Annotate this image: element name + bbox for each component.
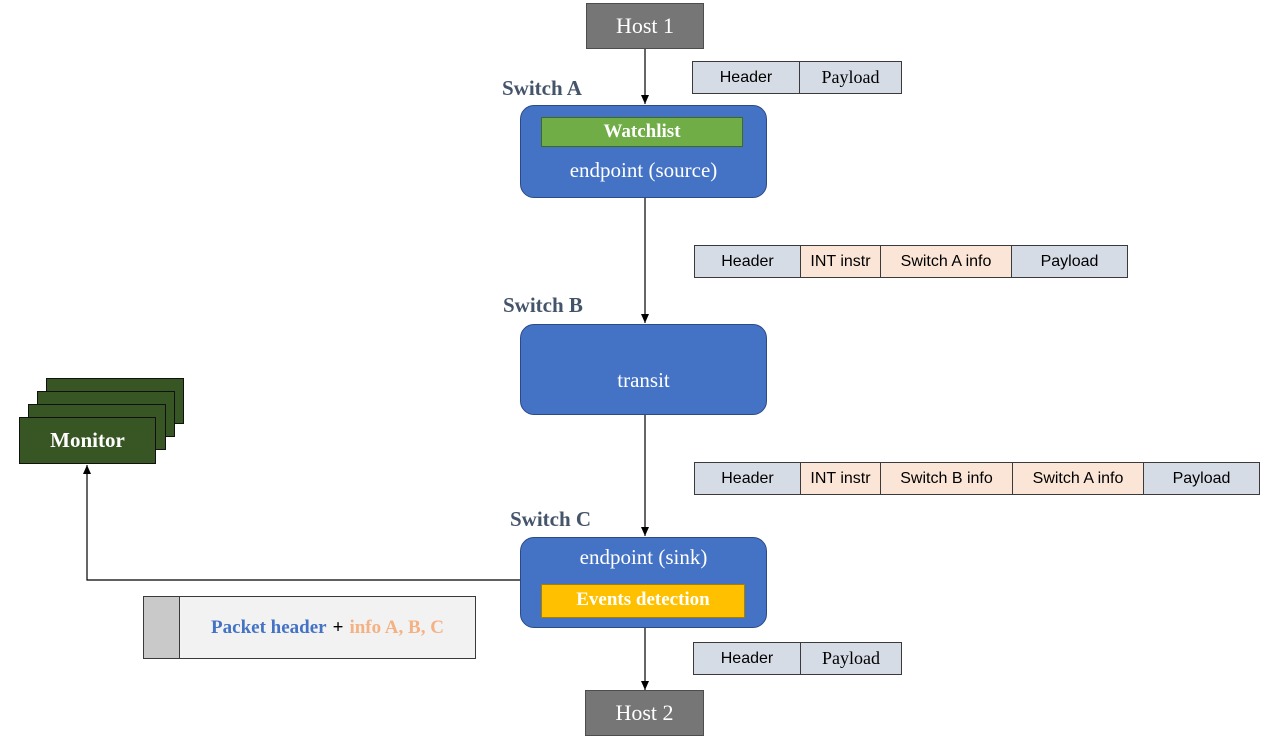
switch-a: Watchlist endpoint (source) (520, 105, 767, 198)
link-switch-c-monitor (83, 465, 521, 581)
report-packet-tab (144, 597, 180, 658)
packet-cell-payload: Payload (1011, 246, 1127, 277)
packet-cell-int-instr: INT instr (800, 246, 880, 277)
packet-a-to-b: Header INT instr Switch A info Payload (694, 245, 1128, 278)
switch-c: endpoint (sink) Events detection (520, 537, 767, 628)
switch-b-role: transit (617, 368, 670, 392)
packet-cell-header: Header (695, 246, 800, 277)
watchlist-module: Watchlist (541, 117, 743, 147)
packet-cell-header: Header (695, 463, 800, 494)
packet-cell-payload: Payload (800, 643, 901, 674)
host-1-label: Host 1 (615, 13, 675, 38)
events-detection-module: Events detection (541, 584, 745, 618)
host-1: Host 1 (586, 3, 704, 49)
packet-cell-payload: Payload (1143, 463, 1259, 494)
report-info-text: info A, B, C (349, 616, 444, 638)
packet-cell-header: Header (694, 643, 800, 674)
packet-cell-switch-b-info: Switch B info (880, 463, 1012, 494)
switch-c-label: Switch C (510, 507, 592, 531)
packet-b-to-c: Header INT instr Switch B info Switch A … (694, 462, 1260, 495)
switch-a-role: endpoint (source) (569, 158, 718, 182)
monitor-label: Monitor (50, 428, 125, 452)
packet-cell-payload: Payload (799, 62, 901, 93)
report-plus-sign: + (332, 616, 344, 638)
host-2-label: Host 2 (615, 700, 674, 725)
packet-c-to-host2: Header Payload (693, 642, 902, 675)
packet-cell-switch-a-info: Switch A info (1012, 463, 1143, 494)
switch-c-role: endpoint (sink) (579, 545, 708, 569)
host-2: Host 2 (585, 690, 704, 736)
report-packet: Packet header + info A, B, C (143, 596, 476, 659)
switch-b-label: Switch B (503, 293, 583, 317)
report-packet-text: Packet header + info A, B, C (180, 597, 475, 658)
report-packet-header-text: Packet header (211, 616, 327, 638)
packet-cell-int-instr: INT instr (800, 463, 880, 494)
monitor: Monitor (19, 417, 156, 464)
packet-host1-to-a: Header Payload (692, 61, 902, 94)
packet-cell-switch-a-info: Switch A info (880, 246, 1011, 277)
packet-cell-header: Header (693, 62, 799, 93)
switch-b: transit (520, 324, 767, 415)
switch-a-label: Switch A (502, 76, 582, 100)
